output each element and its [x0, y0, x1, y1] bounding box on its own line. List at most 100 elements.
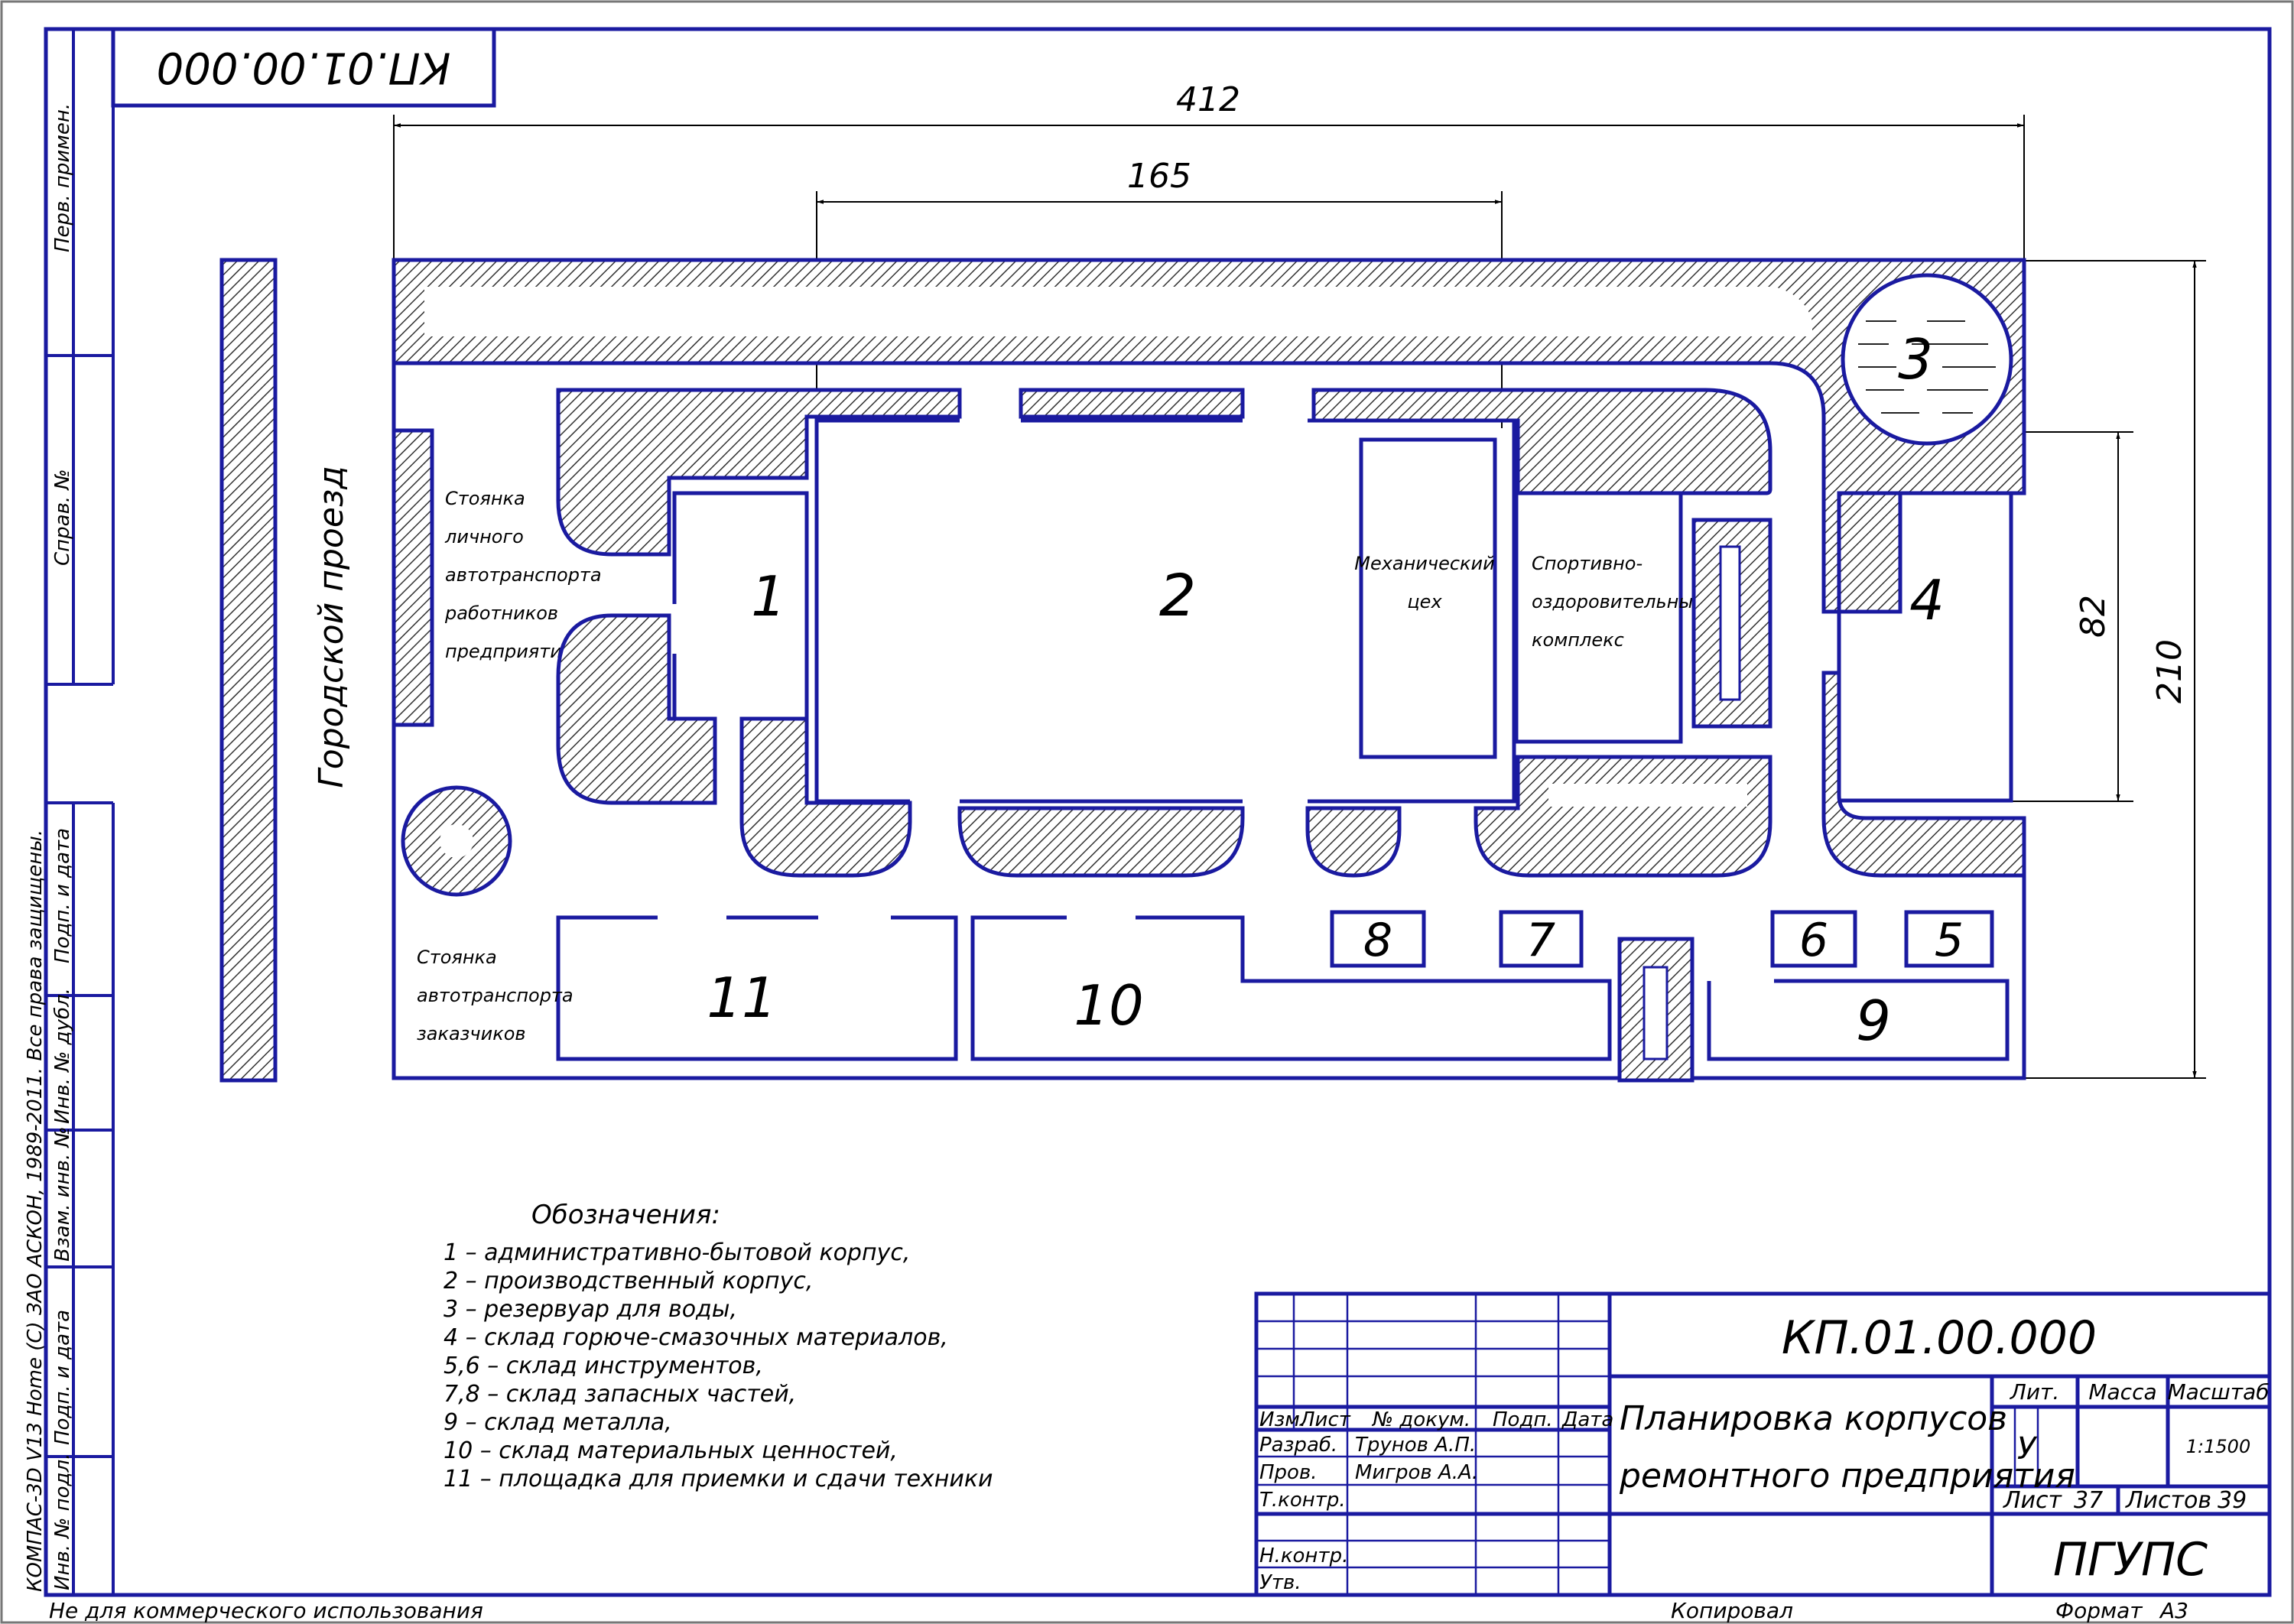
tb-massa-label: Масса [2088, 1379, 2156, 1405]
tb-lit-value: У [2017, 1431, 2038, 1466]
podp-data-label-2: Подп. и дата [51, 1310, 74, 1445]
tb-name-prov: Мигров А.А. [1355, 1461, 1478, 1484]
footer-noncommercial: Не для коммерческого использования [49, 1598, 483, 1623]
tb-title-line2: ремонтного предприятия [1619, 1457, 2075, 1496]
title-block [1254, 1291, 2272, 1597]
left-strip [46, 29, 115, 1595]
podp-data-label-1: Подп. и дата [51, 828, 74, 963]
warehouse-9 [1707, 979, 2010, 1061]
sports-line1: Спортивно- [1532, 553, 1643, 574]
svg-text:Стоянка: Стоянка [445, 488, 525, 509]
building-1 [672, 491, 809, 721]
legend-item-8: 10 – склад материальных ценностей, [444, 1437, 898, 1464]
tb-head-list: Лист [1299, 1408, 1351, 1431]
tb-title-line1: Планировка корпусов [1620, 1399, 2007, 1438]
label-5: 5 [1935, 914, 1964, 967]
parking-customers-label: Стоянка автотранспорта заказчиков [417, 947, 574, 1044]
footer-format-label: Формат [2055, 1598, 2143, 1623]
legend-item-6: 7,8 – склад запасных частей, [444, 1381, 796, 1408]
tb-row-utv: Утв. [1259, 1571, 1301, 1594]
tb-head-izm: Изм. [1259, 1408, 1306, 1431]
svg-text:Стоянка: Стоянка [417, 947, 497, 968]
warehouse-10 [970, 915, 1612, 1061]
footer-copied: Копировал [1671, 1598, 1793, 1623]
label-3: 3 [1898, 327, 1933, 391]
water-reservoir-3 [1841, 273, 2013, 446]
tb-row-razrab: Разраб. [1259, 1434, 1337, 1457]
svg-text:предприятия: предприятия [445, 641, 573, 662]
label-6: 6 [1799, 914, 1828, 967]
tb-row-prov: Пров. [1259, 1461, 1318, 1484]
perv-primen-label: Перв. примен. [51, 103, 74, 252]
svg-text:автотранспорта: автотранспорта [417, 985, 574, 1006]
tb-head-doc: № докум. [1371, 1408, 1470, 1431]
sprav-label: Справ. № [51, 469, 74, 566]
footer-format-value: А3 [2159, 1598, 2188, 1623]
building-4 [1837, 491, 2013, 803]
stamp-box [111, 27, 496, 108]
vzam-inv-label: Взам. инв. № [51, 1126, 74, 1262]
sports-line2: оздоровительный [1532, 591, 1705, 612]
mech-shop-line1: Механический [1354, 553, 1495, 574]
svg-text:автотранспорта: автотранспорта [445, 564, 602, 586]
dim-210 [2024, 260, 2206, 1079]
tb-row-tkontr: Т.контр. [1259, 1489, 1346, 1512]
dim-412 [393, 115, 2025, 260]
label-1: 1 [751, 564, 786, 628]
green-2-bottom-mid [957, 806, 1245, 878]
legend-item-1: 1 – административно-бытовой корпус, [444, 1239, 910, 1266]
green-bottom-right [1474, 755, 1772, 878]
tb-sheet-label: Лист [2003, 1487, 2063, 1514]
parking-staff-label: Стоянка личного автотранспорта работнико… [444, 488, 602, 662]
inv-dubl-label: Инв. № дубл. [51, 988, 74, 1124]
tb-lit-label: Лит. [2010, 1379, 2059, 1405]
legend-item-2: 2 – производственный корпус, [444, 1268, 813, 1294]
legend: Обозначения: 1 – административно-бытовой… [444, 1200, 993, 1492]
green-1-left [556, 613, 717, 805]
legend-item-9: 11 – площадка для приемки и сдачи техник… [444, 1466, 993, 1492]
tb-sheets-value: 39 [2218, 1487, 2247, 1514]
label-8: 8 [1363, 914, 1392, 967]
svg-text:работников: работников [444, 603, 558, 624]
warehouse-5 [1904, 910, 1994, 968]
green-2-top-mid [1019, 388, 1245, 419]
mech-shop-line2: цех [1407, 591, 1442, 612]
tb-sheet-value: 37 [2074, 1487, 2103, 1514]
tb-sheets-label: Листов [2125, 1487, 2211, 1514]
top-driveway-inner [424, 287, 1812, 336]
inv-podl-label: Инв. № подл. [51, 1453, 74, 1590]
sports-line3: комплекс [1532, 629, 1624, 651]
dim-82-label: 82 [2074, 595, 2113, 638]
tb-designation: КП.01.00.000 [1782, 1311, 2097, 1365]
label-4: 4 [1909, 568, 1945, 632]
mech-shop [1359, 437, 1497, 759]
platform-11 [556, 915, 958, 1061]
svg-text:личного: личного [444, 526, 524, 547]
drawing-frame [44, 27, 2272, 1597]
dim-165-label: 165 [1127, 157, 1191, 196]
water-lines [1858, 320, 1996, 414]
label-2: 2 [1159, 561, 1196, 629]
warehouse-8 [1330, 910, 1426, 968]
legend-item-3: 3 – резервуар для воды, [444, 1296, 737, 1323]
green-2-bottom-small [1305, 806, 1402, 878]
tb-head-date: Дата [1561, 1408, 1613, 1431]
dim-412-label: 412 [1176, 80, 1240, 119]
warehouse-7 [1499, 910, 1584, 968]
green-top-right [1311, 388, 1772, 495]
legend-title: Обозначения: [531, 1200, 720, 1230]
road-strip [219, 258, 278, 1083]
green-4-bottom [1821, 671, 2026, 878]
green-1-top [556, 388, 962, 557]
warehouse-6 [1770, 910, 1857, 968]
legend-item-4: 4 – склад горюче-смазочных материалов, [444, 1324, 948, 1351]
sports-complex [1514, 491, 1683, 744]
label-11: 11 [707, 966, 777, 1030]
tb-head-podp: Подп. [1493, 1408, 1553, 1431]
parking-staff-strip [392, 428, 434, 727]
stamp-rotated-code: КП.01.00.000 [157, 43, 451, 93]
copyright-text: КОМПАС-3D V13 Home (С) ЗАО АСКОН, 1989-2… [24, 830, 47, 1592]
legend-item-7: 9 – склад металла, [444, 1409, 672, 1436]
